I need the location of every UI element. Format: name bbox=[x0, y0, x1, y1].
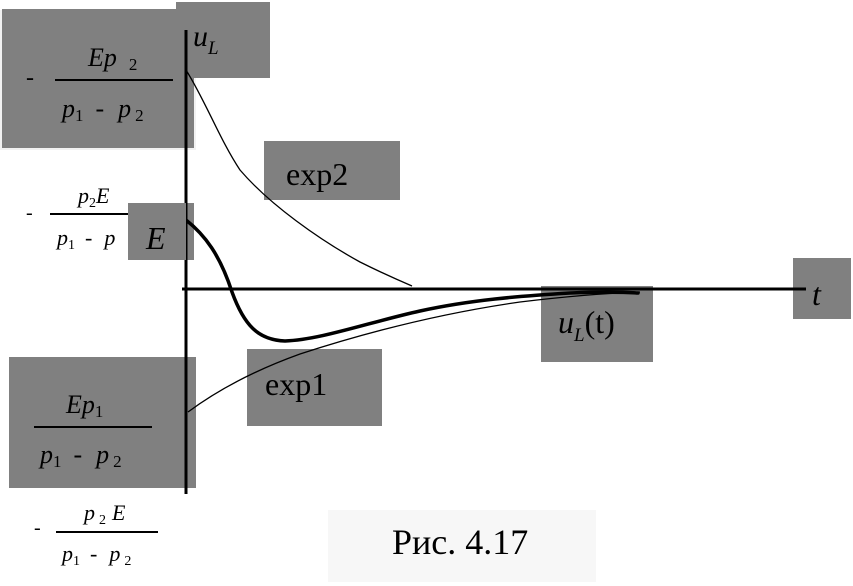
label-box-ul-t bbox=[541, 286, 653, 362]
formula-lower-den-a-sub: 1 bbox=[53, 452, 62, 471]
label-box-exp2 bbox=[264, 141, 400, 200]
formula-mid-num-a: p bbox=[78, 183, 89, 208]
formula-bottom-num-a: p bbox=[84, 500, 95, 525]
formula-lower-num-a: Ep bbox=[66, 390, 95, 419]
formula-top-den-b-sub: 2 bbox=[135, 106, 144, 125]
label-ul-t-base: u bbox=[558, 304, 574, 340]
exp2-curve bbox=[185, 69, 413, 287]
formula-bottom-fraction-bar bbox=[56, 531, 158, 533]
formula-bottom-den-a-sub: 1 bbox=[73, 554, 80, 569]
formula-lower-fraction-bar bbox=[34, 426, 152, 428]
axis-label-box-ul bbox=[176, 2, 270, 78]
formula-mid-den-a-sub: 1 bbox=[68, 238, 75, 253]
formula-top-num-sub: 2 bbox=[128, 55, 138, 74]
formula-mid-sign: - bbox=[26, 202, 33, 224]
label-exp1: exp1 bbox=[265, 366, 328, 402]
formula-box-lower bbox=[9, 357, 196, 488]
formula-top-den-a-sub: 1 bbox=[75, 106, 84, 125]
label-box-e-overlay bbox=[128, 203, 186, 260]
formula-top-num-a: Ep bbox=[88, 43, 117, 72]
formula-bottom-den-b: p bbox=[109, 541, 121, 566]
formula-top-fraction-bar bbox=[55, 79, 173, 81]
formula-top-numerator: Ep 2 bbox=[88, 43, 138, 74]
axis-label-ul-sub: L bbox=[208, 38, 219, 59]
axis-label-ul-base: u bbox=[193, 20, 208, 53]
formula-box-top bbox=[2, 9, 194, 148]
axis-label-t: t bbox=[812, 276, 821, 312]
axis-label-ul: uL bbox=[193, 20, 219, 59]
formula-bottom-den-a: p bbox=[62, 541, 73, 566]
formula-lower-den-b: p bbox=[96, 440, 110, 469]
formula-mid-fraction-bar bbox=[50, 213, 128, 215]
label-ul-t-arg: (t) bbox=[584, 304, 615, 340]
formula-lower-num-sub: 1 bbox=[94, 402, 104, 421]
caption-background bbox=[328, 510, 596, 582]
label-ul-t-sub: L bbox=[574, 325, 585, 346]
formula-mid-num-b: E bbox=[96, 183, 110, 208]
formula-mid-den-b: p bbox=[104, 225, 116, 250]
formula-top-den-a: p bbox=[62, 94, 75, 123]
label-exp2: exp2 bbox=[286, 156, 349, 192]
formula-mid-den-minus: - bbox=[85, 225, 93, 250]
formula-mid-num-a-sub: 2 bbox=[89, 196, 96, 211]
formula-bottom-den-b-sub: 2 bbox=[124, 554, 132, 569]
formula-bottom-num-a-sub: 2 bbox=[99, 513, 106, 528]
formula-lower-den-minus: - bbox=[73, 440, 83, 469]
label-ul-t: uL(t) bbox=[558, 304, 615, 345]
formula-top-sign: - bbox=[26, 65, 34, 91]
formula-bottom-num-b: E bbox=[112, 500, 126, 525]
formula-top-den-b: p bbox=[118, 94, 132, 123]
formula-lower-den-b-sub: 2 bbox=[113, 452, 122, 471]
formula-mid-numerator: p2E bbox=[78, 183, 110, 211]
label-e-overlay: E bbox=[146, 220, 166, 256]
label-box-exp1 bbox=[247, 349, 382, 426]
formula-top-den-minus: - bbox=[95, 94, 105, 123]
formula-lower-den-a: p bbox=[40, 440, 53, 469]
formula-bottom-den-minus: - bbox=[90, 541, 98, 566]
formula-bottom-sign: - bbox=[34, 517, 41, 539]
formula-mid-denominator: p1-p bbox=[57, 225, 116, 253]
formula-mid-den-a: p bbox=[57, 225, 68, 250]
formula-lower-numerator: Ep1 bbox=[66, 390, 104, 421]
figure-caption: Рис. 4.17 bbox=[392, 522, 529, 562]
exp1-curve bbox=[187, 291, 641, 413]
ul-t-curve bbox=[184, 218, 640, 343]
